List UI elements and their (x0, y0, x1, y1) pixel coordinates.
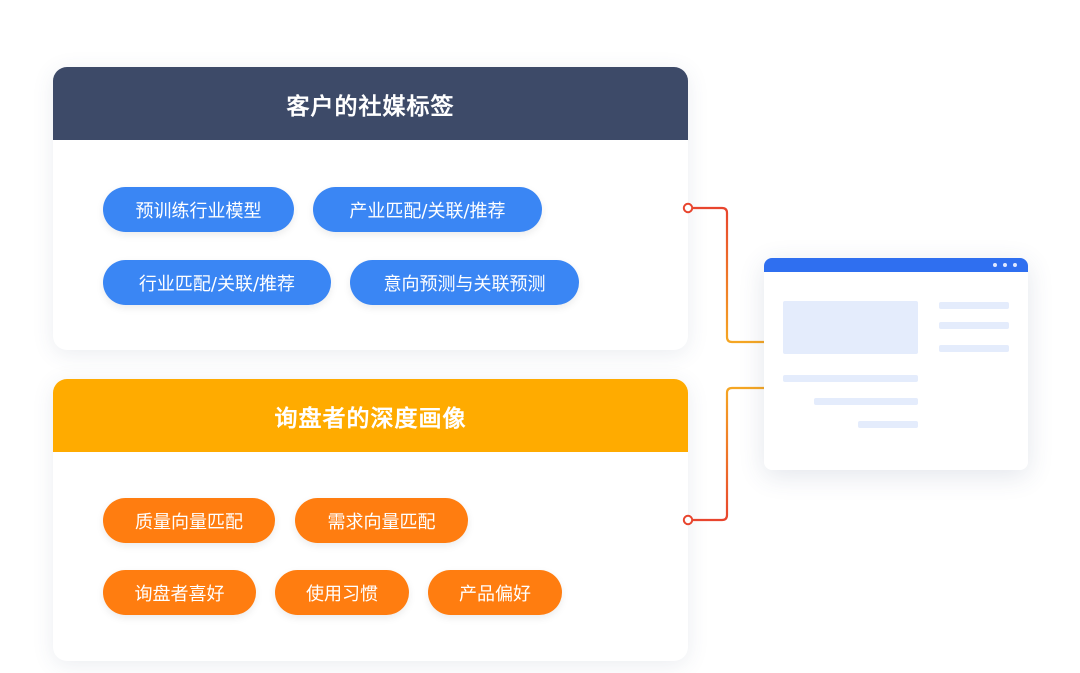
social-tags-card: 客户的社媒标签 预训练行业模型 产业匹配/关联/推荐 行业匹配/关联/推荐 意向… (53, 67, 688, 350)
window-image-placeholder (783, 301, 918, 354)
buyer-profile-card: 询盘者的深度画像 质量向量匹配 需求向量匹配 询盘者喜好 使用习惯 产品偏好 (53, 379, 688, 661)
tag-quality-vector-match: 质量向量匹配 (103, 498, 275, 543)
window-line-placeholder (939, 345, 1009, 352)
window-line-placeholder (939, 302, 1009, 309)
window-title-bar (764, 258, 1028, 272)
tag-pretrained-industry-model: 预训练行业模型 (103, 187, 294, 232)
tag-demand-vector-match: 需求向量匹配 (295, 498, 468, 543)
connector-bottom (692, 386, 764, 522)
window-dot-icon (1003, 263, 1007, 267)
buyer-profile-card-title: 询盘者的深度画像 (53, 379, 688, 452)
connector-top (692, 206, 764, 344)
tag-industry-match: 行业匹配/关联/推荐 (103, 260, 331, 305)
tag-buyer-preference: 询盘者喜好 (103, 570, 256, 615)
social-tags-card-title: 客户的社媒标签 (53, 67, 688, 140)
window-line-placeholder (814, 398, 918, 405)
tag-usage-habits: 使用习惯 (275, 570, 409, 615)
tag-industry-chain-match: 产业匹配/关联/推荐 (313, 187, 542, 232)
window-line-placeholder (939, 322, 1009, 329)
tag-product-preference: 产品偏好 (428, 570, 562, 615)
window-dot-icon (1013, 263, 1017, 267)
window-dot-icon (993, 263, 997, 267)
tag-intent-prediction: 意向预测与关联预测 (350, 260, 579, 305)
browser-window-icon (764, 258, 1028, 470)
window-line-placeholder (858, 421, 918, 428)
window-line-placeholder (783, 375, 918, 382)
